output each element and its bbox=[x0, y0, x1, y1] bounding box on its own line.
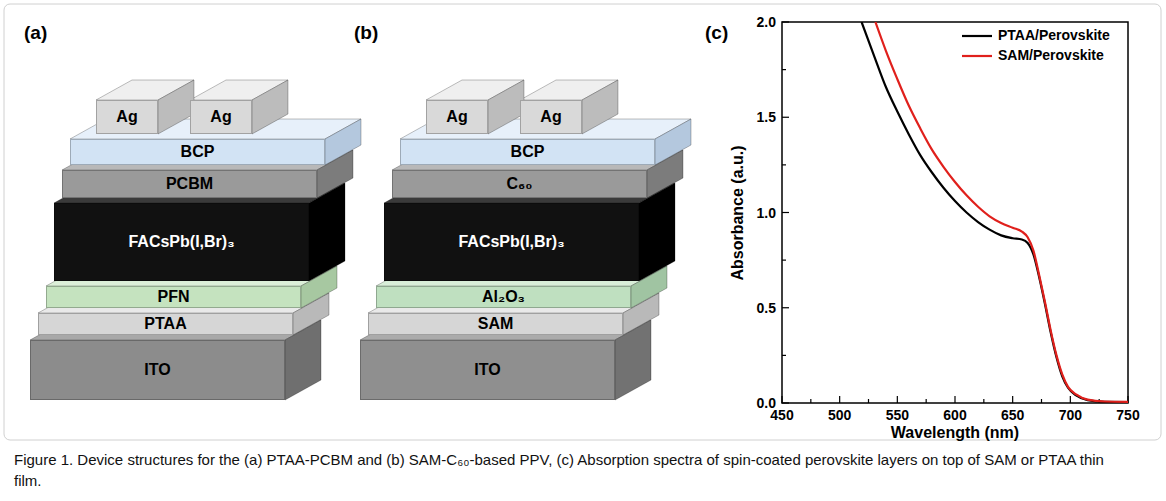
layer-name: PCBM bbox=[166, 175, 213, 193]
layer-name: ITO bbox=[144, 361, 170, 379]
x-tick-label: 500 bbox=[828, 407, 851, 423]
device-layer: ITO bbox=[30, 340, 285, 400]
x-tick bbox=[983, 399, 984, 403]
x-tick bbox=[897, 396, 898, 403]
y-tick-label: 0.5 bbox=[757, 300, 776, 316]
electrode-layer: Ag bbox=[426, 100, 488, 134]
y-tick bbox=[782, 307, 789, 308]
device-layer: Al₂O₃ bbox=[376, 286, 631, 308]
device-layer: C₆₀ bbox=[392, 170, 647, 198]
layer-name: Ag bbox=[116, 108, 137, 126]
device-layer: BCP bbox=[400, 139, 655, 165]
layer-name: PTAA bbox=[144, 315, 186, 333]
layer-name: BCP bbox=[511, 143, 545, 161]
layer-name: BCP bbox=[181, 143, 215, 161]
layer-name: PFN bbox=[158, 288, 190, 306]
panel-label: (c) bbox=[705, 22, 728, 44]
y-tick bbox=[782, 117, 789, 118]
x-tick bbox=[1041, 399, 1042, 403]
x-tick-label: 700 bbox=[1059, 407, 1082, 423]
device-layer: PFN bbox=[46, 286, 301, 308]
layer-faces bbox=[30, 80, 691, 400]
x-tick-label: 600 bbox=[943, 407, 966, 423]
layer-name: FACsPb(I,Br)₃ bbox=[128, 233, 234, 251]
layer-name: Ag bbox=[446, 108, 467, 126]
x-tick bbox=[868, 399, 869, 403]
device-layer: FACsPb(I,Br)₃ bbox=[384, 203, 639, 281]
x-tick bbox=[954, 396, 955, 403]
panel-label: (b) bbox=[354, 22, 378, 44]
x-tick bbox=[810, 399, 811, 403]
y-tick-label: 1.5 bbox=[757, 109, 776, 125]
device-layer: PTAA bbox=[38, 313, 293, 335]
panel-label: (a) bbox=[24, 22, 47, 44]
layer-name: Al₂O₃ bbox=[482, 288, 525, 306]
figure-caption: Figure 1. Device structures for the (a) … bbox=[14, 449, 1134, 491]
chart-art bbox=[782, 22, 1128, 403]
layer-name: C₆₀ bbox=[506, 175, 532, 193]
x-tick bbox=[839, 396, 840, 403]
layer-name: ITO bbox=[474, 361, 500, 379]
legend-label: PTAA/Perovskite bbox=[998, 27, 1110, 43]
layer-side-face bbox=[325, 119, 361, 165]
y-tick bbox=[782, 260, 786, 261]
y-tick bbox=[782, 212, 789, 213]
x-tick-label: 750 bbox=[1116, 407, 1139, 423]
layer-side-face bbox=[582, 80, 618, 134]
layer-name: Ag bbox=[210, 108, 231, 126]
x-tick bbox=[781, 396, 782, 403]
plot-frame bbox=[782, 22, 1128, 403]
axis-title: Wavelength (nm) bbox=[891, 424, 1019, 442]
electrode-layer: Ag bbox=[520, 100, 582, 134]
device-layer: PCBM bbox=[62, 170, 317, 198]
ptaa-curve bbox=[862, 22, 1128, 402]
x-tick bbox=[1012, 396, 1013, 403]
layer-side-face bbox=[158, 80, 194, 134]
sam-curve bbox=[875, 22, 1128, 402]
layer-name: FACsPb(I,Br)₃ bbox=[458, 233, 564, 251]
axis-title: Absorbance (a.u.) bbox=[729, 145, 747, 280]
x-tick-label: 650 bbox=[1001, 407, 1024, 423]
x-tick-label: 550 bbox=[886, 407, 909, 423]
electrode-layer: Ag bbox=[96, 100, 158, 134]
y-tick-label: 1.0 bbox=[757, 205, 776, 221]
layer-side-face bbox=[488, 80, 524, 134]
legend-line-sample bbox=[962, 55, 992, 57]
x-tick bbox=[1070, 396, 1071, 403]
y-tick bbox=[782, 402, 789, 403]
layer-side-face bbox=[655, 119, 691, 165]
panel-frame bbox=[4, 4, 1161, 440]
device-layer: ITO bbox=[360, 340, 615, 400]
x-tick-label: 450 bbox=[770, 407, 793, 423]
layer-side-face bbox=[252, 80, 288, 134]
y-tick bbox=[782, 69, 786, 70]
device-layer: FACsPb(I,Br)₃ bbox=[54, 203, 309, 281]
legend-label: SAM/Perovskite bbox=[998, 47, 1104, 63]
x-tick bbox=[926, 399, 927, 403]
layer-name: Ag bbox=[540, 108, 561, 126]
y-tick bbox=[782, 355, 786, 356]
legend-line-sample bbox=[962, 35, 992, 37]
device-layer: BCP bbox=[70, 139, 325, 165]
electrode-layer: Ag bbox=[190, 100, 252, 134]
device-layer: SAM bbox=[368, 313, 623, 335]
y-tick bbox=[782, 164, 786, 165]
y-tick-label: 2.0 bbox=[757, 14, 776, 30]
layer-name: SAM bbox=[478, 315, 514, 333]
y-tick bbox=[782, 21, 789, 22]
